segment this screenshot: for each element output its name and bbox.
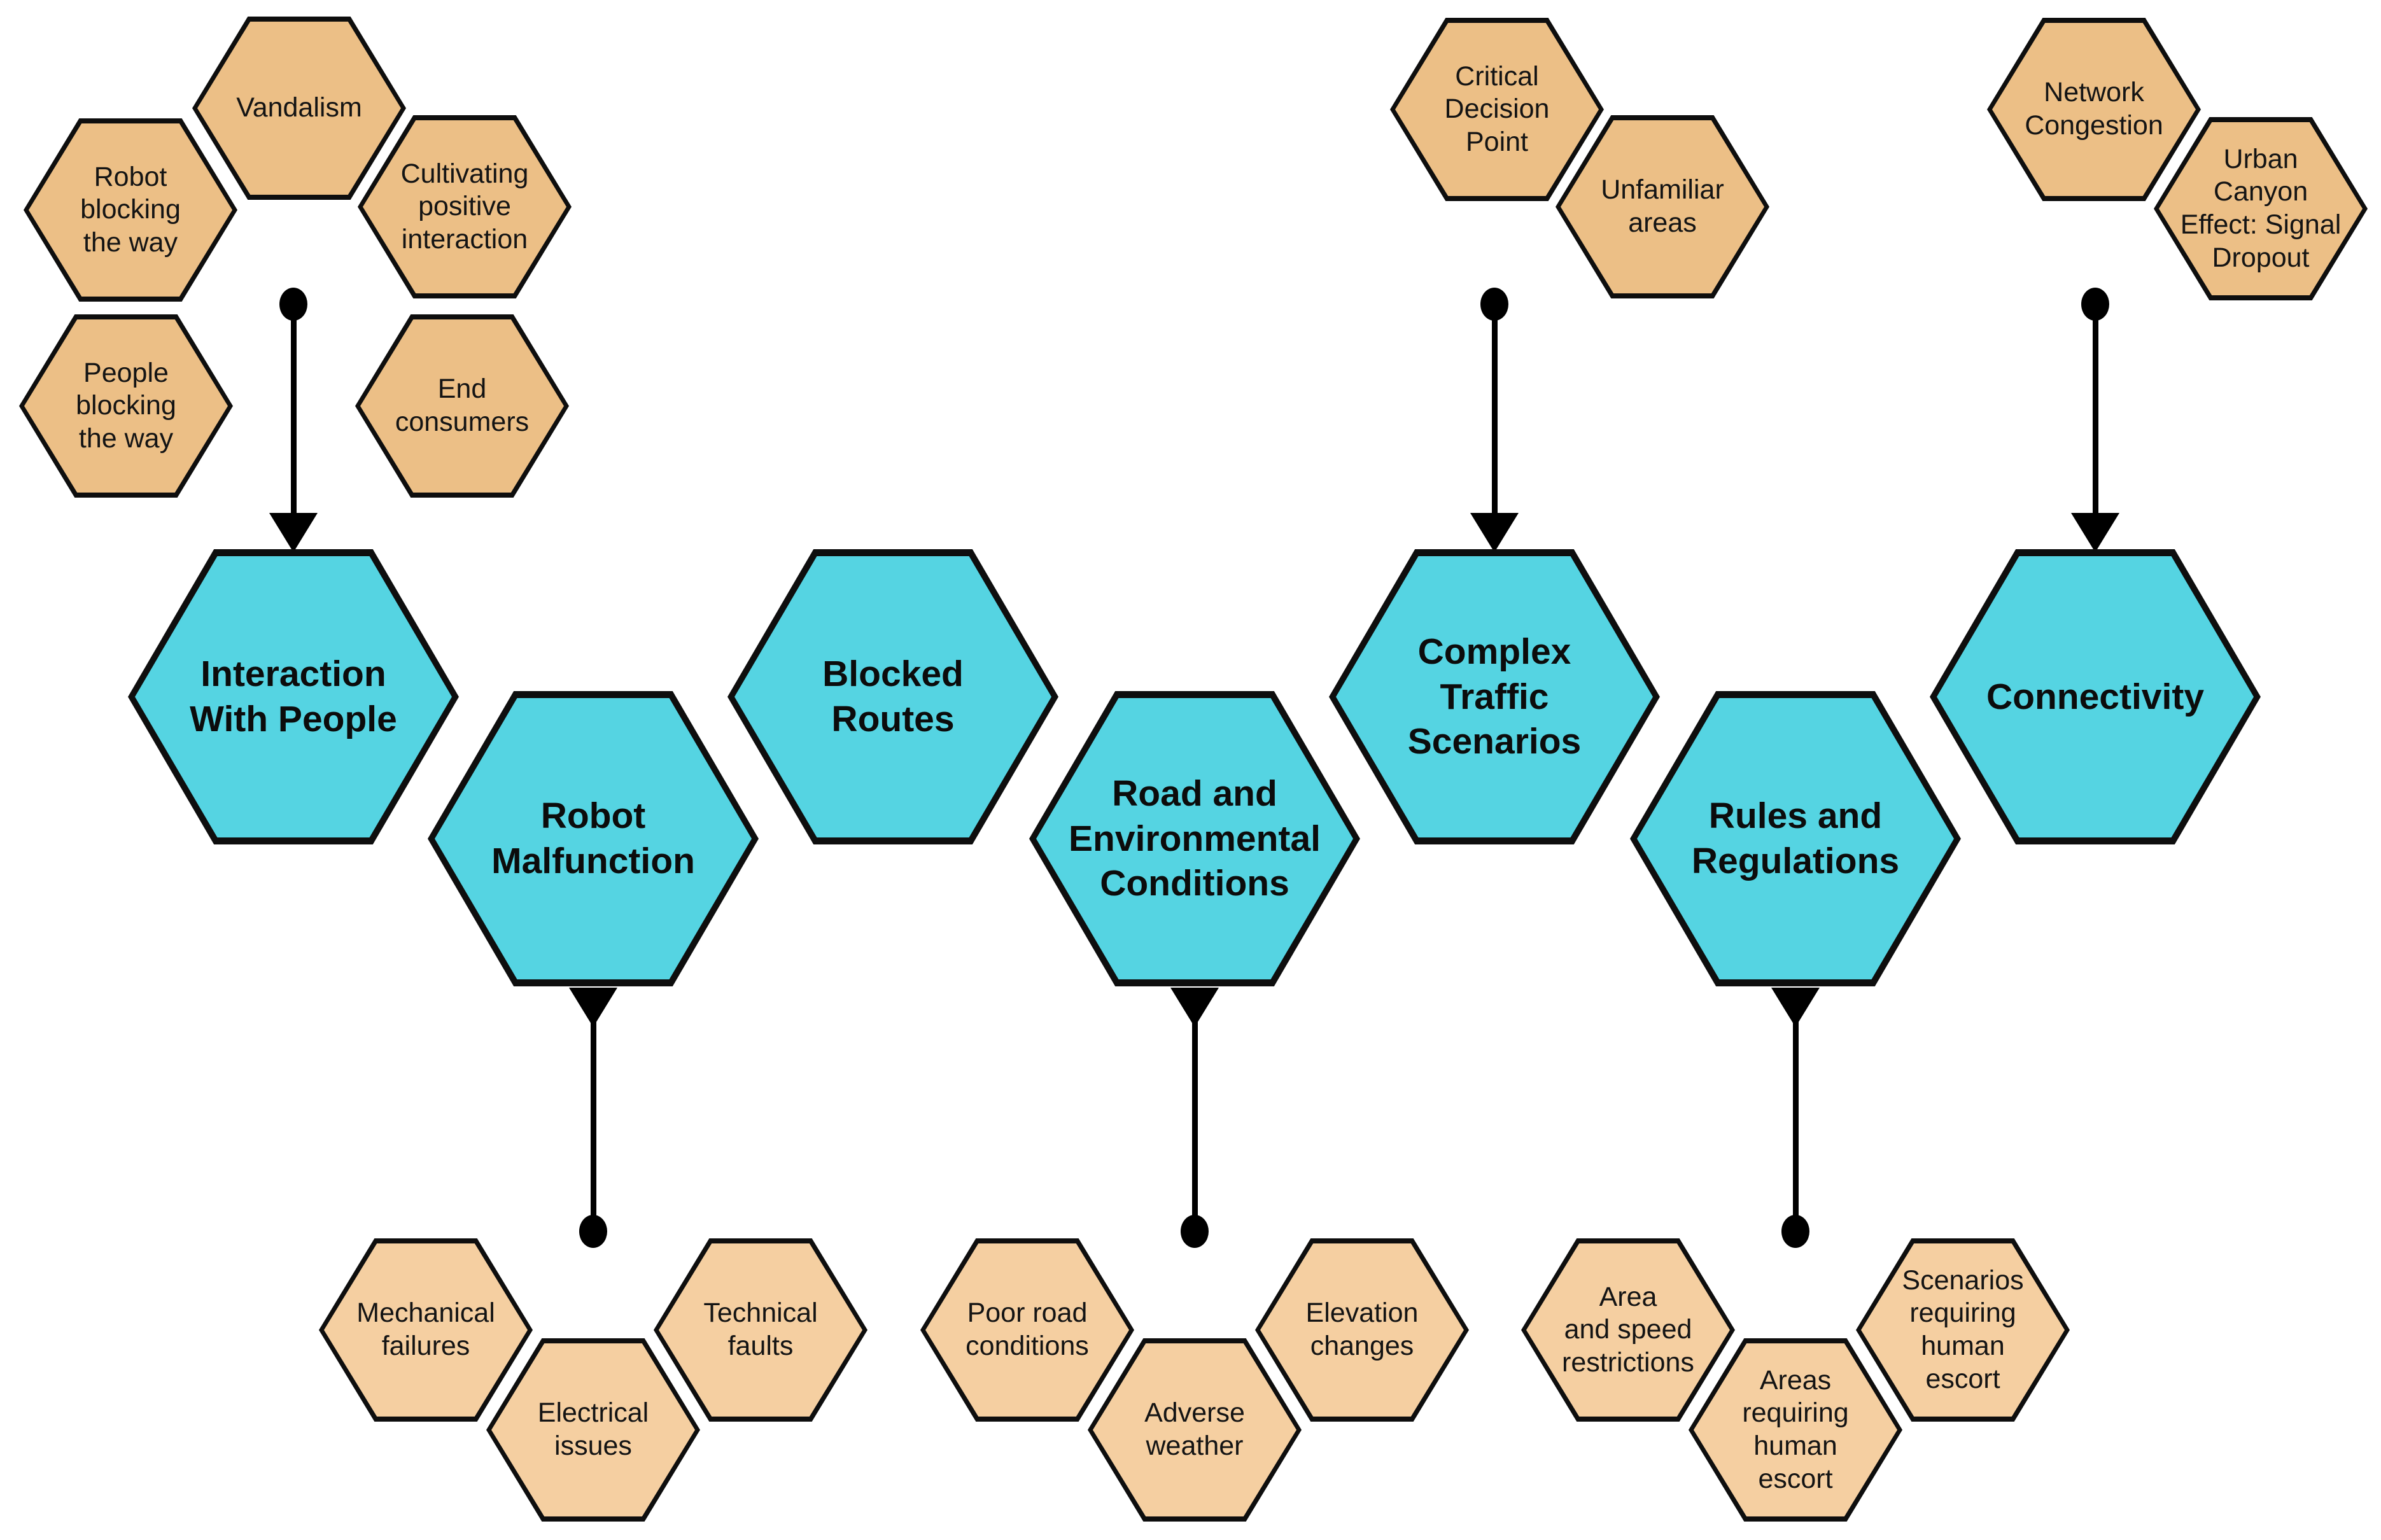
connector-arrow	[269, 513, 318, 552]
connector-arrow	[2071, 513, 2119, 552]
sub-hex-poor-road-conditions: Poor road conditions	[920, 1238, 1134, 1422]
category-hex-label: Connectivity	[1986, 676, 2205, 717]
sub-hex-label: Scenarios requiring human escort	[1902, 1264, 2024, 1394]
connector-dot	[1181, 1215, 1209, 1248]
connector-arrow	[1470, 513, 1519, 552]
category-hex-label: Road and Environmental Conditions	[1069, 773, 1321, 904]
category-hex-blocked-routes: Blocked Routes	[727, 549, 1058, 844]
sub-hex-mechanical-failures: Mechanical failures	[319, 1238, 533, 1422]
connector-line	[1492, 304, 1498, 518]
connector-line	[1192, 993, 1198, 1231]
sub-hex-label: Area and speed restrictions	[1562, 1281, 1694, 1378]
sub-hex-label: Technical faults	[703, 1298, 818, 1361]
sub-hex-label: People blocking the way	[76, 357, 176, 454]
category-hex-label: Robot Malfunction	[491, 795, 695, 881]
category-hex-robot-malfunction: Robot Malfunction	[428, 691, 759, 986]
sub-hex-robot-blocking-the-way: Robot blocking the way	[24, 118, 237, 302]
category-hex-label: Complex Traffic Scenarios	[1407, 631, 1582, 762]
sub-hex-label: Cultivating positive interaction	[400, 158, 529, 255]
category-hex-label: Rules and Regulations	[1691, 795, 1900, 881]
sub-hex-people-blocking-the-way: People blocking the way	[19, 314, 233, 498]
sub-hex-label: Unfamiliar areas	[1601, 174, 1724, 238]
connector-line	[2093, 304, 2098, 518]
sub-hex-network-congestion: Network Congestion	[1987, 18, 2201, 201]
sub-hex-label: Poor road conditions	[966, 1298, 1089, 1361]
sub-hex-label: Vandalism	[236, 92, 362, 123]
sub-hex-label: Elevation changes	[1305, 1298, 1419, 1361]
sub-hex-label: Critical Decision Point	[1444, 60, 1550, 157]
sub-hex-cultivating-positive-interaction: Cultivating positive interaction	[358, 115, 572, 298]
category-hex-connectivity: Connectivity	[1930, 549, 2261, 844]
sub-hex-areas-requiring-human-escort: Areas requiring human escort	[1689, 1338, 1902, 1522]
category-hex-interaction-with-people: Interaction With People	[128, 549, 459, 844]
sub-hex-area-and-speed-restrictions: Area and speed restrictions	[1521, 1238, 1735, 1422]
sub-hex-urban-canyon-effect: Urban Canyon Effect: Signal Dropout	[2154, 117, 2368, 300]
sub-hex-critical-decision-point: Critical Decision Point	[1390, 18, 1604, 201]
sub-hex-label: Network Congestion	[2025, 77, 2163, 141]
category-hex-complex-traffic-scenarios: Complex Traffic Scenarios	[1329, 549, 1660, 844]
sub-hex-end-consumers: End consumers	[355, 314, 569, 498]
sub-hex-adverse-weather: Adverse weather	[1088, 1338, 1302, 1522]
category-hex-label: Blocked Routes	[822, 654, 964, 739]
sub-hex-scenarios-requiring-human-escort: Scenarios requiring human escort	[1856, 1238, 2070, 1422]
connector-line	[291, 304, 297, 518]
category-hex-rules-and-regulations: Rules and Regulations	[1630, 691, 1961, 986]
sub-hex-technical-faults: Technical faults	[654, 1238, 867, 1422]
connector-dot	[1781, 1215, 1809, 1248]
sub-hex-label: Robot blocking the way	[80, 161, 181, 258]
sub-hex-label: Mechanical failures	[356, 1298, 495, 1361]
sub-hex-label: Urban Canyon Effect: Signal Dropout	[2180, 143, 2342, 273]
sub-hex-label: Electrical issues	[537, 1397, 649, 1461]
connector-dot	[579, 1215, 607, 1248]
category-hex-road-environmental-conditions: Road and Environmental Conditions	[1029, 691, 1360, 986]
connector-line	[1793, 993, 1799, 1231]
sub-hex-unfamiliar-areas: Unfamiliar areas	[1556, 115, 1769, 298]
connector-line	[591, 993, 596, 1231]
sub-hex-label: End consumers	[395, 374, 530, 437]
sub-hex-vandalism: Vandalism	[192, 17, 406, 200]
category-hex-label: Interaction With People	[190, 654, 397, 739]
sub-hex-electrical-issues: Electrical issues	[486, 1338, 700, 1522]
sub-hex-label: Adverse weather	[1144, 1397, 1245, 1461]
sub-hex-label: Areas requiring human escort	[1742, 1364, 1849, 1494]
sub-hex-elevation-changes: Elevation changes	[1255, 1238, 1469, 1422]
